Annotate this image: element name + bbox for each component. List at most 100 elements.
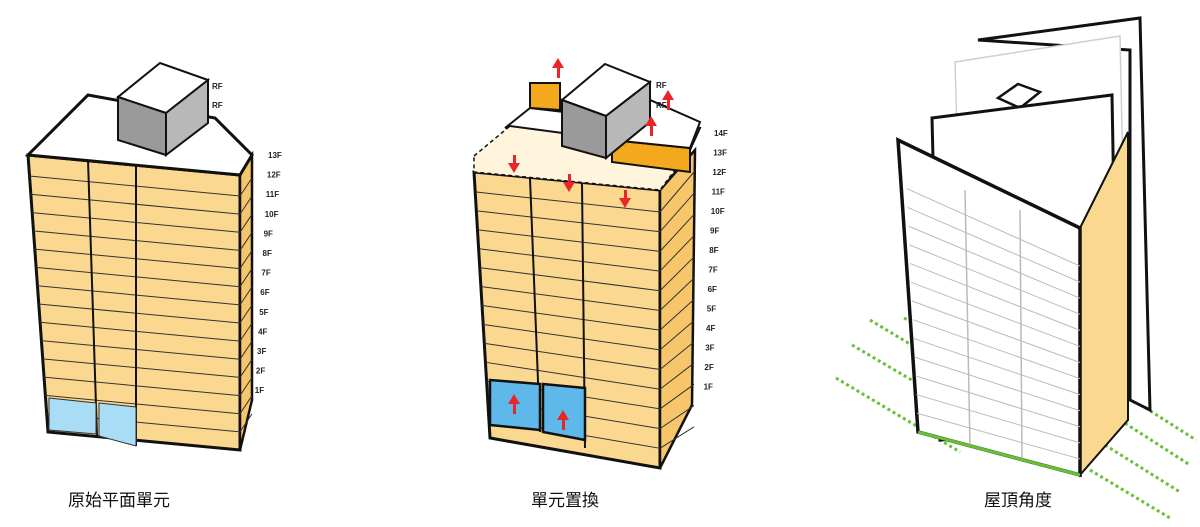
floor-line: [43, 376, 241, 397]
floor-line-side: [239, 395, 253, 414]
arrow-down-icon: [563, 174, 575, 192]
floor-label: 1F: [255, 386, 264, 395]
floor-line: [477, 210, 661, 233]
facade-grid-line: [912, 319, 1081, 380]
floor-line: [482, 305, 661, 331]
ground-line: [917, 430, 1081, 477]
floor-line: [34, 248, 241, 270]
floor-line-side: [239, 177, 253, 197]
floor-line: [480, 267, 661, 292]
floor-line-side: [239, 377, 253, 396]
facade-grid-line: [908, 225, 1081, 299]
floor-line-side: [239, 268, 253, 287]
roof-core: [995, 82, 1043, 110]
floor-line-side: [239, 250, 253, 269]
floor-line: [28, 175, 241, 197]
floor-line: [475, 191, 661, 213]
tower2-arrows: [508, 58, 674, 430]
floor-label: 9F: [264, 229, 273, 238]
arrow-up-icon: [557, 410, 569, 430]
floor-label: 8F: [263, 249, 272, 258]
floor-line: [483, 323, 661, 351]
floor-line: [485, 361, 661, 390]
floor-label: 1F: [704, 383, 713, 392]
column-divider: [87, 159, 98, 437]
floor-label: 13F: [713, 149, 727, 158]
floor-label: 13F: [268, 151, 282, 160]
floor-line-side: [239, 322, 253, 342]
facade-grid-line: [911, 300, 1081, 363]
floor-label: 7F: [708, 266, 717, 275]
floor-line: [484, 342, 661, 371]
facade-grid-line: [907, 206, 1081, 283]
roof-label: RF: [656, 101, 667, 110]
caption-original-units: 原始平面單元: [68, 491, 170, 511]
floor-line-side: [659, 320, 695, 351]
facade-column-line: [964, 189, 971, 447]
floor-line-side: [659, 383, 695, 410]
floor-label: 9F: [710, 227, 719, 236]
floor-label: 2F: [704, 363, 713, 372]
floor-line-side: [659, 235, 695, 272]
floor-line: [35, 266, 241, 288]
facade-column-line: [1019, 209, 1023, 461]
facade-grid-line: [916, 394, 1081, 444]
floor-line-side: [239, 341, 253, 360]
floor-line: [42, 358, 241, 378]
floor-line-side: [239, 286, 253, 306]
arrow-up-icon: [662, 90, 674, 110]
tower2-orange-unit-left: [529, 82, 561, 112]
floor-line: [39, 321, 241, 342]
floor-label: 12F: [712, 168, 726, 177]
floor-line-side: [659, 192, 695, 233]
floor-line-side: [239, 413, 253, 433]
tower1-ground-blue-unit-right: [98, 402, 137, 447]
floor-line-side: [239, 195, 253, 215]
floor-label: 10F: [265, 210, 279, 219]
arrow-down-icon: [508, 155, 520, 173]
floor-label: 14F: [714, 129, 728, 138]
floor-label: 2F: [256, 367, 265, 376]
floor-label: 3F: [257, 347, 266, 356]
roof-label: RF: [656, 81, 667, 90]
floor-line-side: [659, 299, 695, 331]
floor-line-side: [239, 359, 253, 378]
facade-grid-line: [909, 244, 1081, 315]
floor-line: [45, 394, 241, 415]
arrow-up-icon: [508, 394, 520, 414]
roof-label: RF: [212, 101, 223, 110]
caption-roof-angle: 屋頂角度: [984, 491, 1052, 511]
floor-label: 6F: [708, 285, 717, 294]
floor-line-side: [659, 405, 695, 430]
floor-line: [38, 303, 241, 324]
floor-label: 5F: [707, 305, 716, 314]
floor-line-side: [659, 214, 695, 252]
floor-line: [481, 286, 661, 311]
floor-line-side: [659, 426, 695, 449]
floor-label: 4F: [706, 324, 715, 333]
floor-line-side: [659, 171, 695, 213]
facade-grid-line: [917, 412, 1081, 460]
floor-line: [37, 285, 241, 306]
floor-line-side: [239, 304, 253, 324]
facade-grid-line: [913, 337, 1081, 396]
arrow-down-icon: [619, 190, 631, 208]
floor-line-side: [659, 362, 695, 390]
floor-label: 4F: [258, 327, 267, 336]
floor-label: 10F: [711, 207, 725, 216]
floor-label: 7F: [261, 269, 270, 278]
tower1-ground-blue-unit-left: [48, 397, 97, 435]
floor-line: [41, 340, 241, 360]
floor-label: 8F: [709, 246, 718, 255]
panel-roof-angle: [835, 16, 1197, 520]
floor-line-side: [659, 277, 695, 311]
facade-grid-line: [910, 263, 1081, 331]
facade-grid-line: [910, 281, 1081, 347]
floor-label: 11F: [266, 190, 279, 199]
facade-grid-line: [906, 188, 1081, 267]
